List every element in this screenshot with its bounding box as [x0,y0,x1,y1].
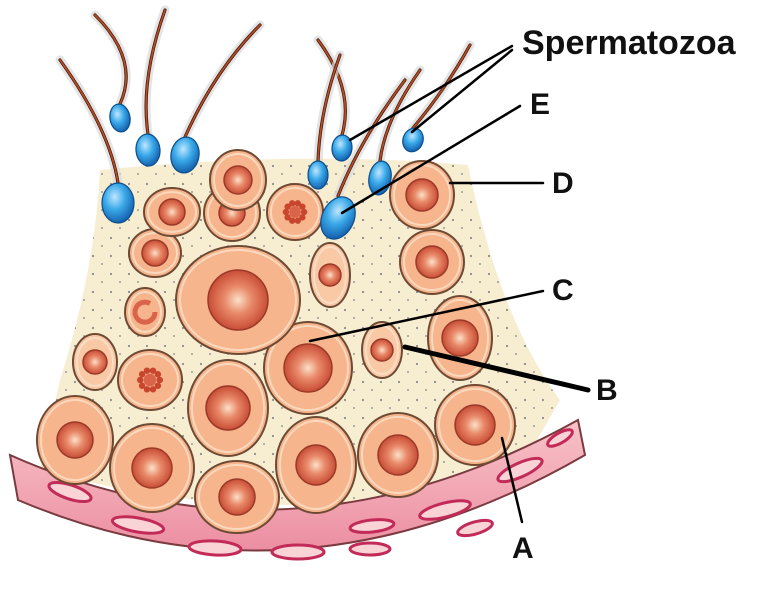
nucleus [377,434,419,476]
spermatozoon [55,55,135,224]
spermatozoa-group [55,5,475,240]
label-c: C [552,274,574,307]
nucleus [318,263,342,287]
spermatozoon [313,35,353,162]
label-b: B [596,374,618,407]
nucleus [441,319,479,357]
germ-cell [187,359,269,457]
basement-membrane [8,418,587,561]
sperm-head [109,103,131,133]
spermatozoon [402,40,475,153]
sperm-head [307,160,329,190]
nucleus [370,338,394,362]
germ-cell [72,333,118,391]
nucleus-ring [132,299,158,325]
nucleus [454,404,496,446]
germ-cell [275,416,357,514]
germ-cell [361,321,403,379]
nucleus [158,198,186,226]
nucleus [56,421,94,459]
spermatozoon [135,5,170,167]
label-e: E [530,88,550,121]
germ-cells [36,149,516,534]
spermatozoon [170,20,265,174]
germ-cell [117,349,183,411]
myoid-cells [47,428,574,561]
label-spermatozoa: Spermatozoa [522,24,737,62]
germ-cell [36,395,114,485]
sperm-head [135,133,161,167]
germ-cell [143,187,201,237]
nucleus [283,343,333,393]
germ-cell [263,321,353,415]
germ-cell [399,229,465,295]
nucleus [205,385,251,431]
germ-cell [434,384,516,466]
label-d: D [552,167,574,200]
label-a: A [512,532,534,565]
leader-c [308,289,545,343]
nucleus [223,165,253,195]
leader-b [402,344,591,393]
mitotic-figure [137,367,163,393]
germ-cell [175,245,301,355]
nucleus [207,269,269,331]
germ-cell [389,160,455,230]
labels: Spermatozoa E D C B A [308,24,737,565]
mitotic-figure [282,200,308,224]
nucleus [295,444,337,486]
leader-e [340,104,522,215]
nucleus [218,478,256,516]
sperm-head [331,134,353,162]
sperm-head [170,136,200,174]
leader-a [500,436,524,524]
leader-spermatozoa-2 [410,48,514,134]
nucleus [131,447,173,489]
nucleus [405,178,439,212]
sperm-head [320,196,356,240]
germ-cell [209,149,267,211]
germ-cell [427,295,493,381]
spermatozoon [307,50,345,190]
germ-cell [109,423,195,513]
spermatozoon [320,75,410,240]
germ-cell [124,287,166,337]
germ-cell [309,242,351,308]
germ-cell [194,460,280,534]
nucleus [82,349,108,375]
sperm-head [101,182,135,224]
nucleus [415,245,449,279]
germ-cell [266,183,324,241]
leader-spermatozoa-1 [348,44,514,142]
spermatozoon [90,10,131,133]
germ-cell [357,412,439,498]
nucleus [141,239,169,267]
